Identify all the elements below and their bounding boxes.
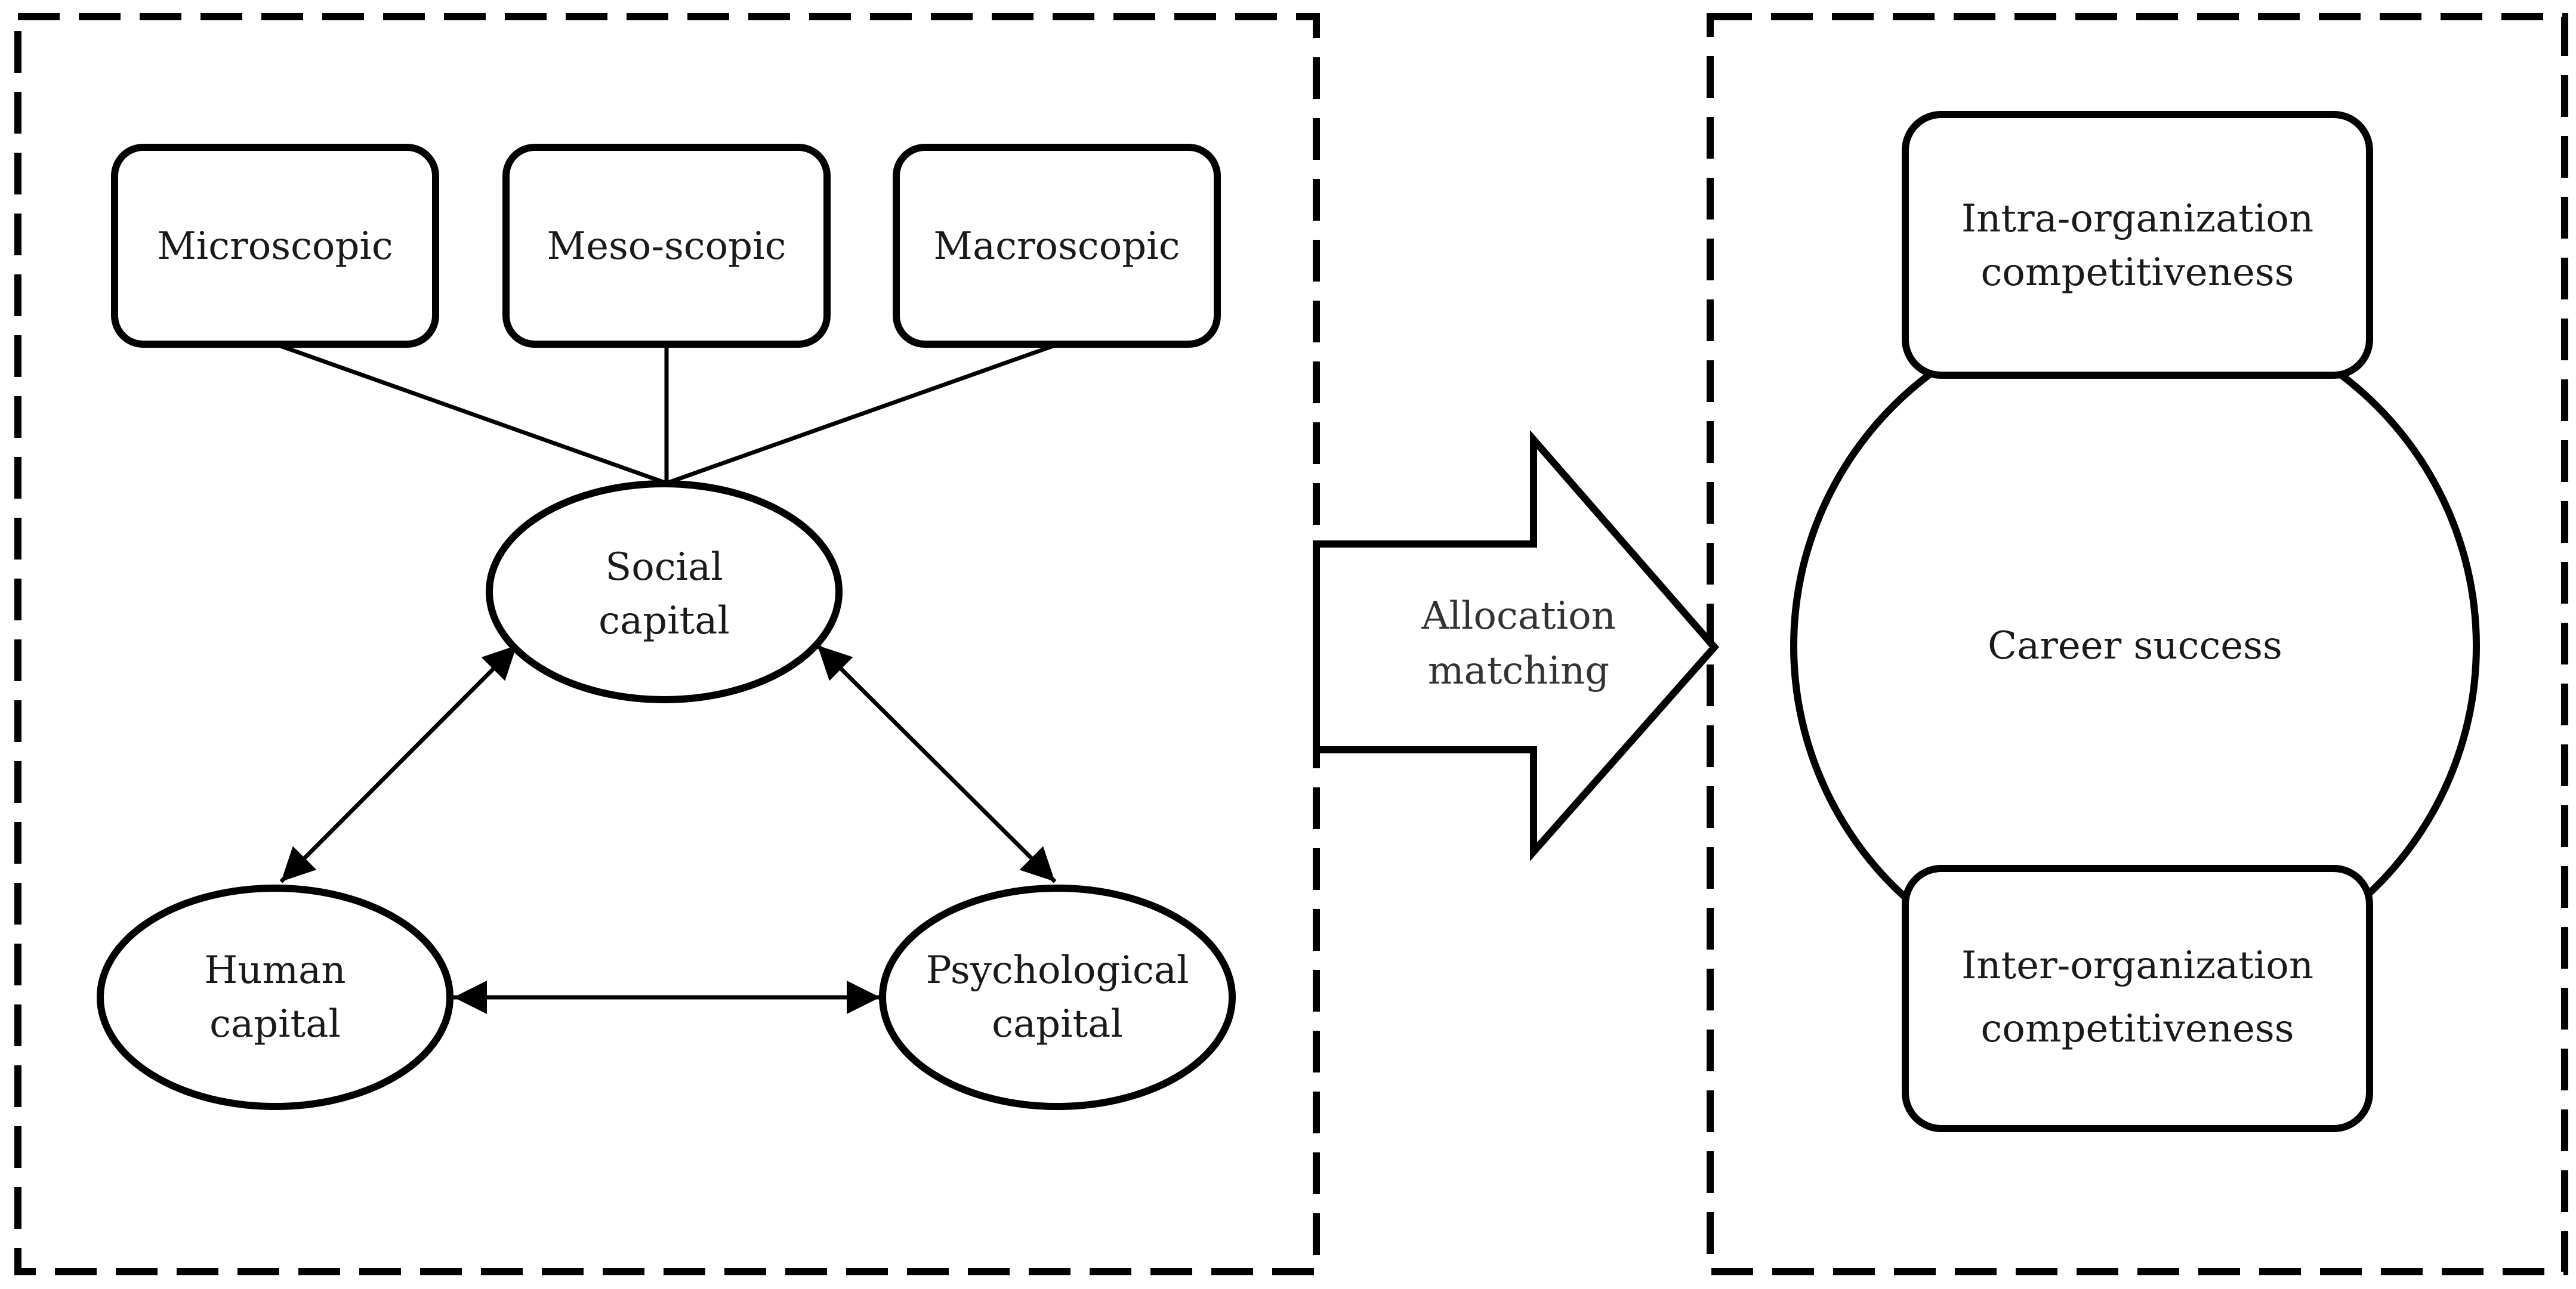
mesoscopic-label: Meso-scopic [547,224,786,268]
inter-organization-label-1: Inter-organization [1961,944,2313,988]
human-capital-label-1: Human [204,948,345,993]
intra-organization-label-1: Intra-organization [1961,197,2313,241]
career-success-label: Career success [1988,624,2282,668]
social-capital-label-2: capital [599,599,730,643]
social-human-arrow [279,644,519,883]
social-capital-label-1: Social [605,545,723,589]
intra-organization-box [1902,111,2373,379]
microscopic-box [111,144,439,348]
social-psychological-arrow [816,644,1057,883]
psychological-capital-label-2: capital [992,1002,1123,1046]
human-capital-label-2: capital [209,1002,341,1046]
psychological-capital-label-1: Psychological [926,948,1189,993]
human-capital-node [97,885,454,1110]
allocation-label-2: matching [1428,649,1609,693]
allocation-block-arrow [1313,429,1719,861]
psychological-capital-node [879,885,1236,1110]
intra-organization-label-2: competitiveness [1980,251,2294,295]
inter-organization-box [1902,865,2373,1132]
inter-organization-label-2: competitiveness [1980,1007,2294,1051]
macroscopic-link [665,344,1054,486]
social-capital-node [486,480,843,703]
microscopic-link [279,344,668,486]
macroscopic-label: Macroscopic [933,224,1180,268]
microscopic-label: Microscopic [157,224,393,268]
mesoscopic-box [502,144,831,348]
macroscopic-box [893,144,1221,348]
allocation-label-1: Allocation [1421,594,1616,638]
